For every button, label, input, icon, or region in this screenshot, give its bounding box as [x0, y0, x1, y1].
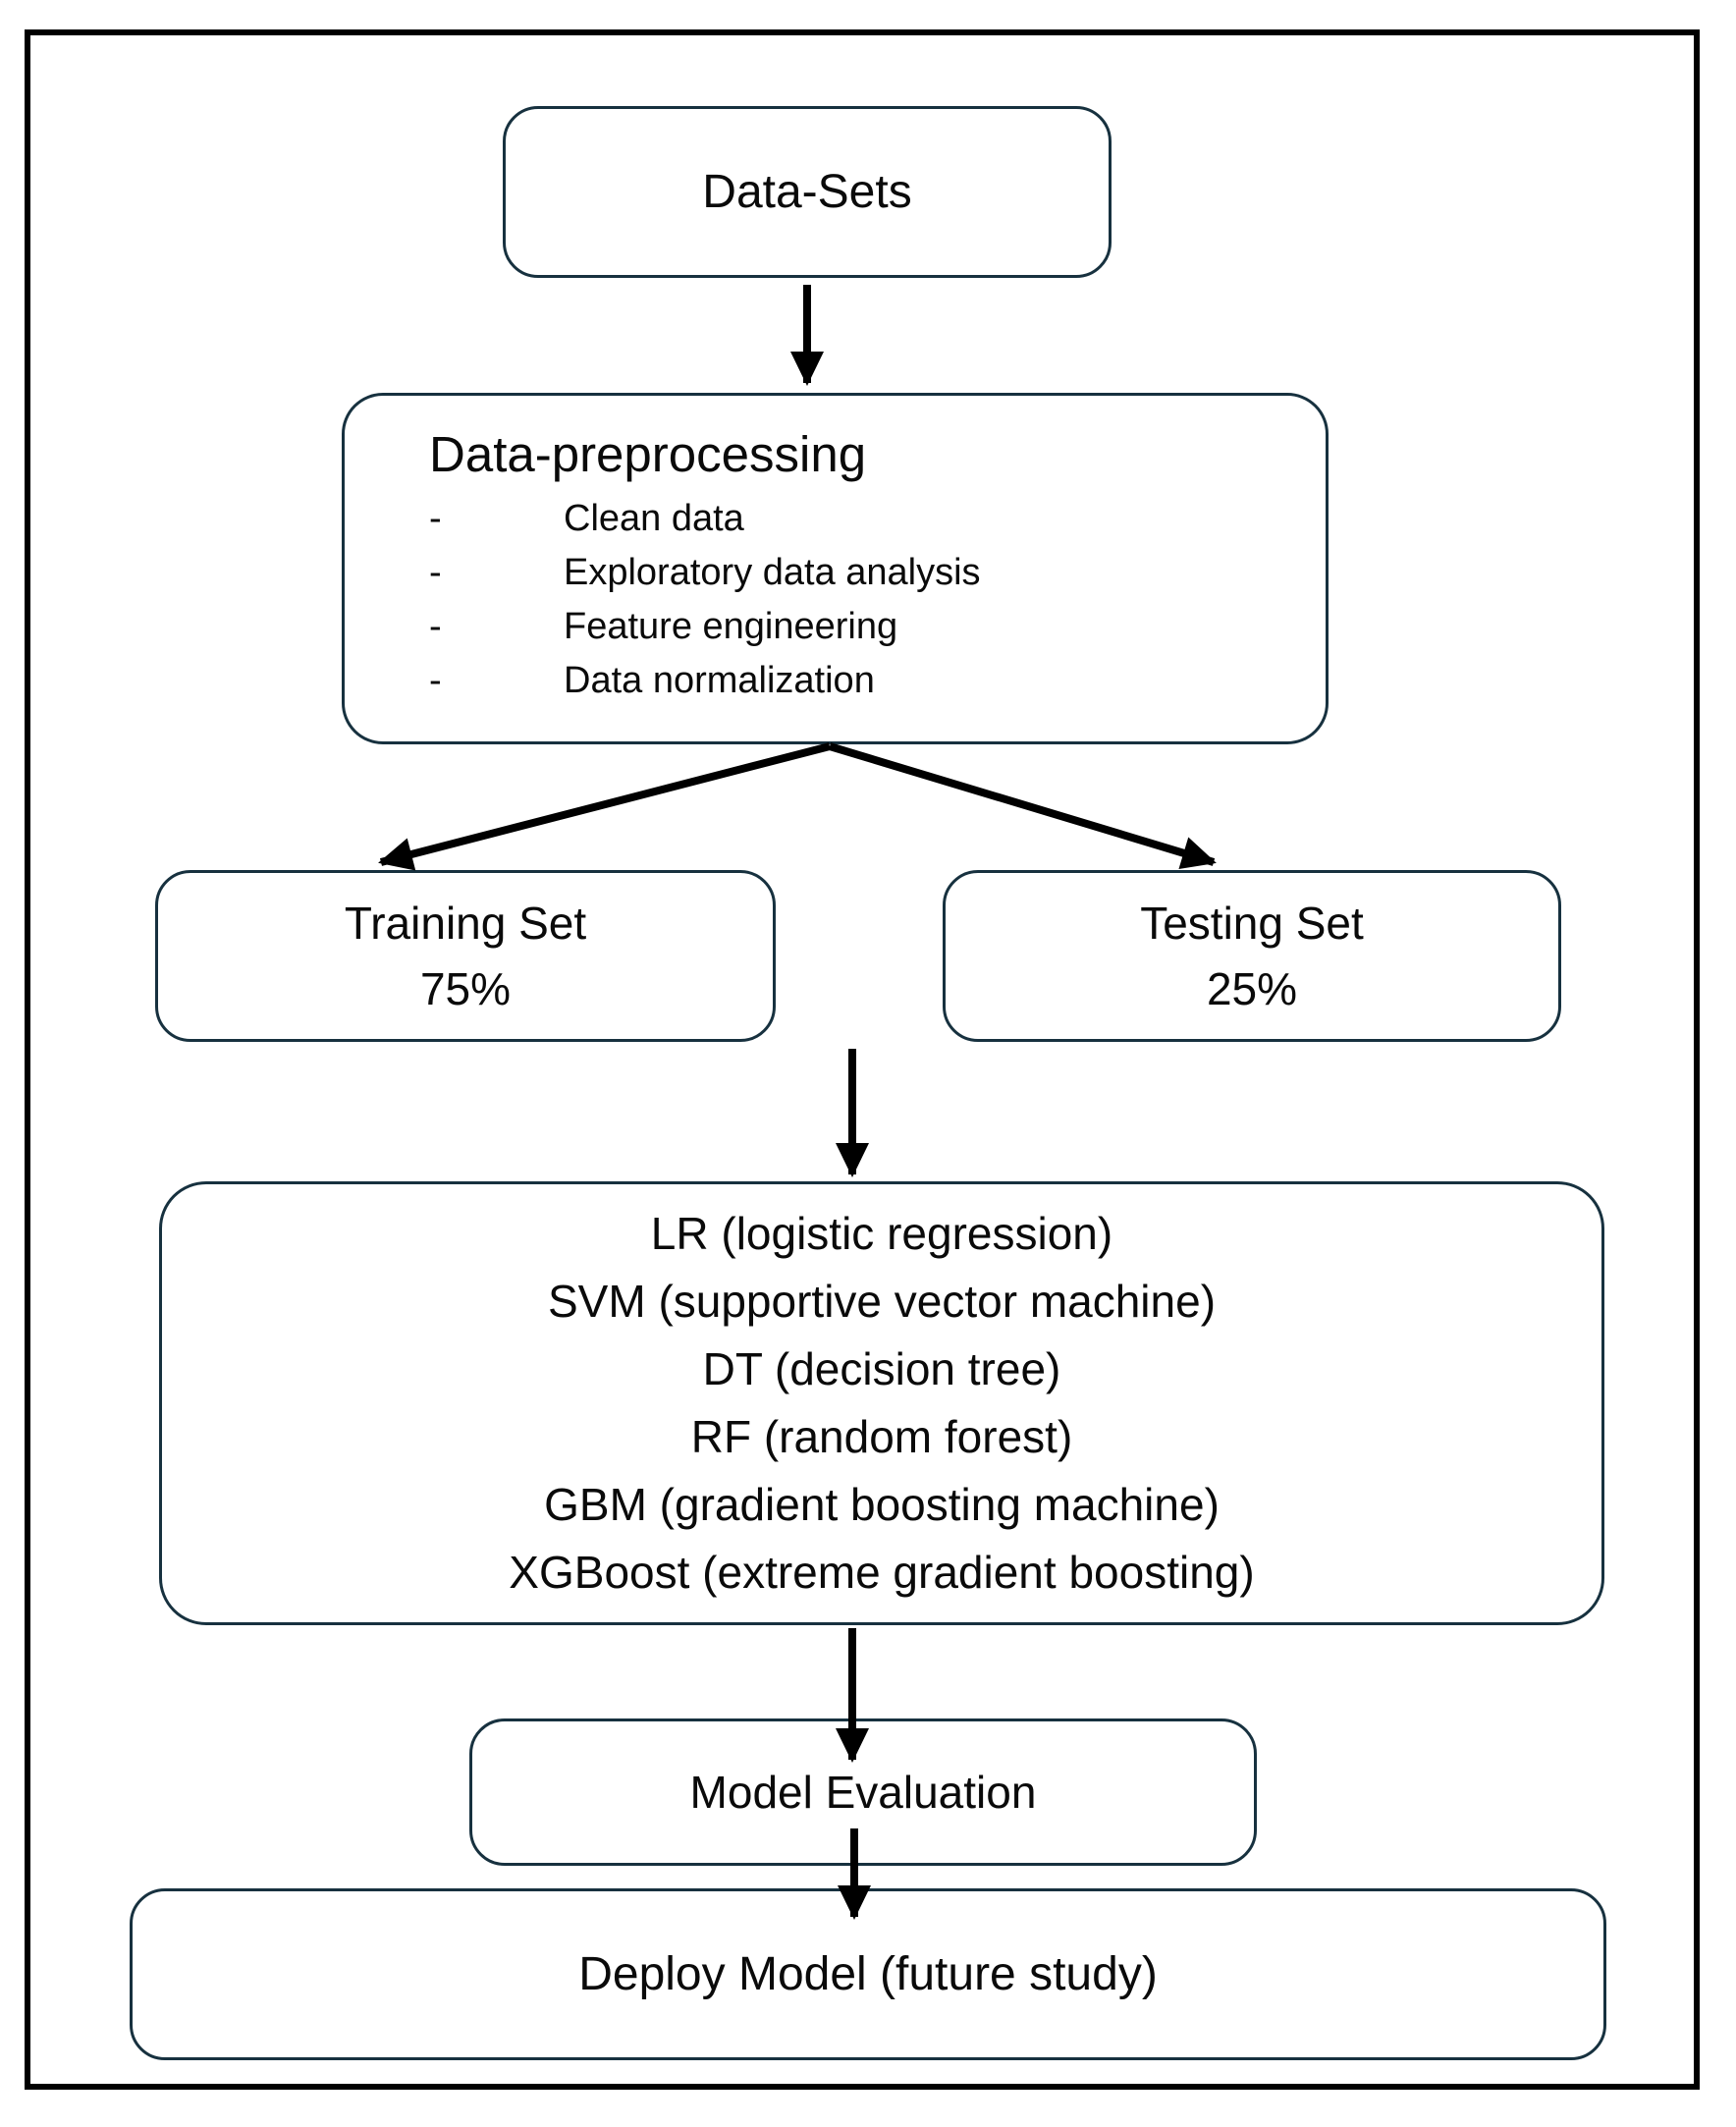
model-evaluation-label: Model Evaluation — [689, 1767, 1037, 1818]
bullet-item: - Feature engineering — [345, 600, 981, 654]
bullet-text: Feature engineering — [564, 606, 898, 648]
bullet-dash: - — [429, 552, 442, 594]
bullet-item: - Clean data — [345, 492, 981, 546]
model-item: RF (random forest) — [690, 1411, 1073, 1462]
node-models: LR (logistic regression) SVM (supportive… — [159, 1181, 1604, 1625]
testing-set-label: Testing Set — [1140, 897, 1364, 949]
model-item: LR (logistic regression) — [650, 1208, 1113, 1259]
training-set-label: Training Set — [344, 897, 587, 949]
node-model-evaluation: Model Evaluation — [469, 1718, 1257, 1866]
bullet-item: - Data normalization — [345, 654, 981, 708]
bullet-text: Exploratory data analysis — [564, 552, 981, 594]
node-training-set: Training Set 75% — [155, 870, 776, 1042]
node-datasets-label: Data-Sets — [702, 166, 912, 218]
bullet-dash: - — [429, 660, 442, 702]
deploy-model-label: Deploy Model (future study) — [578, 1948, 1158, 2000]
model-item: SVM (supportive vector machine) — [547, 1276, 1217, 1327]
node-preprocessing: Data-preprocessing - Clean data - Explor… — [342, 393, 1329, 744]
bullet-dash: - — [429, 498, 442, 540]
preprocessing-title: Data-preprocessing — [429, 426, 867, 482]
node-testing-set: Testing Set 25% — [943, 870, 1561, 1042]
model-item: DT (decision tree) — [702, 1343, 1061, 1394]
testing-set-percentage: 25% — [1206, 962, 1298, 1014]
preprocessing-bullet-list: - Clean data - Exploratory data analysis… — [345, 492, 981, 708]
node-deploy-model: Deploy Model (future study) — [130, 1888, 1606, 2060]
node-datasets: Data-Sets — [503, 106, 1112, 278]
model-item: XGBoost (extreme gradient boosting) — [509, 1547, 1255, 1598]
training-set-percentage: 75% — [419, 962, 512, 1014]
bullet-text: Data normalization — [564, 660, 875, 702]
model-item: GBM (gradient boosting machine) — [544, 1479, 1220, 1530]
bullet-dash: - — [429, 606, 442, 648]
bullet-text: Clean data — [564, 498, 744, 540]
bullet-item: - Exploratory data analysis — [345, 546, 981, 600]
figure-border — [25, 29, 1700, 2090]
